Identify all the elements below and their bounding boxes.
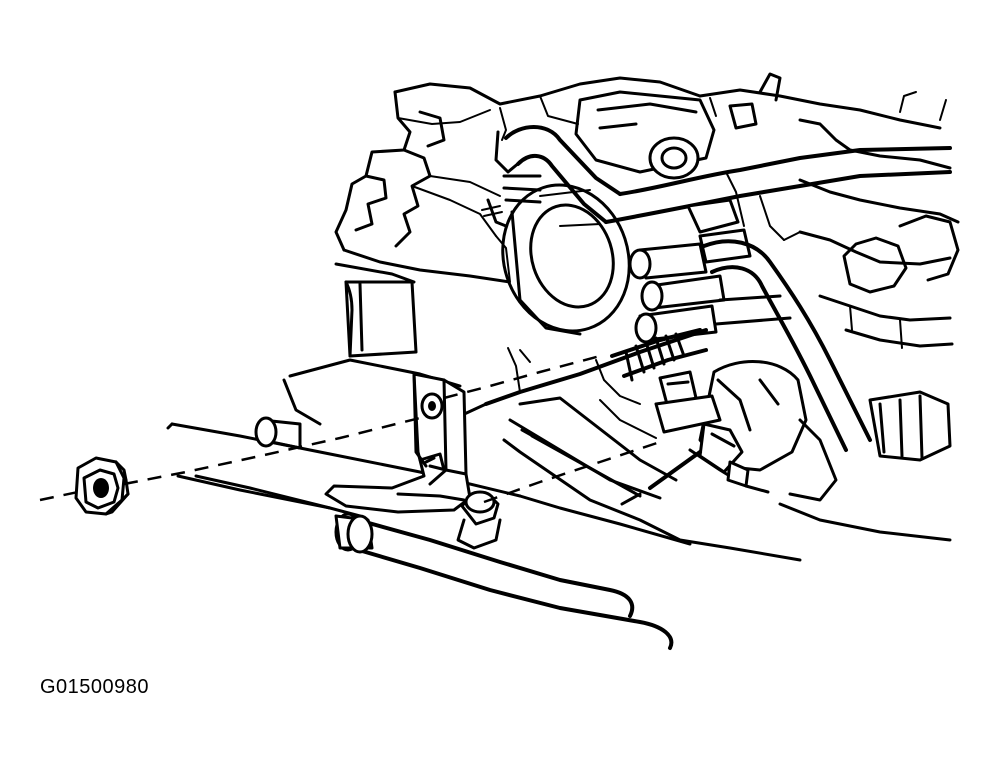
throttle-components bbox=[574, 90, 758, 344]
throttle-cable bbox=[458, 328, 708, 506]
upper-hose bbox=[481, 125, 622, 228]
mounting-bracket bbox=[324, 372, 472, 514]
pipe-coupling bbox=[254, 416, 374, 554]
hex-nut bbox=[74, 456, 130, 516]
throttle-body bbox=[501, 183, 631, 336]
lower-rail bbox=[282, 358, 952, 562]
alignment-lines bbox=[39, 354, 661, 504]
engine-block bbox=[334, 72, 960, 349]
figure-code: G01500980 bbox=[40, 676, 150, 698]
spring-hose bbox=[610, 328, 708, 382]
cable-sleeve bbox=[334, 262, 418, 358]
side-tube bbox=[702, 239, 872, 452]
detail-lines bbox=[495, 95, 801, 439]
bolt-fitting bbox=[654, 370, 770, 494]
